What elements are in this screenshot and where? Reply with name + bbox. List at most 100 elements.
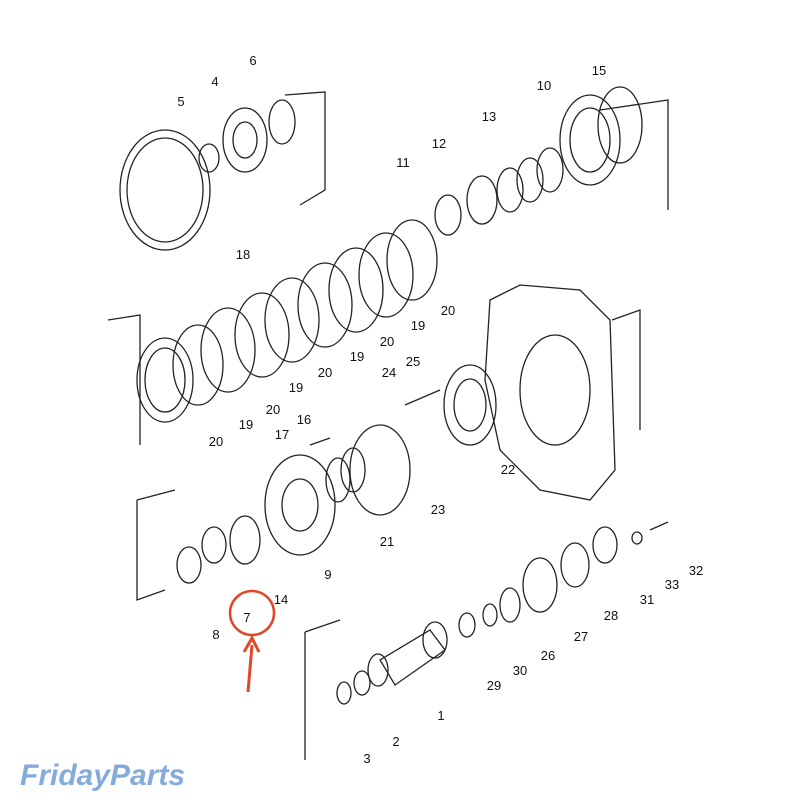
part-label-20: 20	[441, 303, 455, 318]
bolt-16	[309, 437, 331, 446]
bolt-32	[649, 521, 669, 531]
part-label-27: 27	[574, 629, 588, 644]
part-label-10: 10	[537, 78, 551, 93]
part-label-4: 4	[211, 74, 218, 89]
part-ring	[200, 307, 256, 393]
part-label-31: 31	[640, 592, 654, 607]
part-ring	[268, 99, 296, 145]
part-label-26: 26	[541, 648, 555, 663]
bracket-line	[136, 489, 176, 501]
part-ring	[496, 167, 524, 213]
part-ring	[560, 542, 590, 588]
part-label-7: 7	[243, 610, 250, 625]
part-ring	[536, 147, 564, 193]
part-ring	[136, 337, 194, 423]
highlight-circle	[228, 589, 276, 637]
part-label-19: 19	[239, 417, 253, 432]
part-label-24: 24	[382, 365, 396, 380]
bracket-line	[304, 619, 341, 633]
part-label-20: 20	[266, 402, 280, 417]
part-ring	[201, 526, 227, 564]
part-label-20: 20	[318, 365, 332, 380]
part-ring	[264, 277, 320, 363]
part-ring	[499, 587, 521, 623]
watermark-logo: FridayParts	[20, 759, 185, 792]
part-ring	[453, 378, 487, 432]
part-label-19: 19	[411, 318, 425, 333]
part-ring	[126, 137, 204, 243]
part-label-17: 17	[275, 427, 289, 442]
part-ring	[281, 478, 319, 532]
part-label-1: 1	[437, 708, 444, 723]
part-label-6: 6	[249, 53, 256, 68]
part-ring	[353, 670, 371, 696]
part-ring	[597, 86, 643, 164]
part-label-19: 19	[350, 349, 364, 364]
part-ring	[592, 526, 618, 564]
part-ring	[222, 107, 268, 173]
part-label-13: 13	[482, 109, 496, 124]
bracket-line	[599, 99, 669, 210]
part-label-23: 23	[431, 502, 445, 517]
part-ring	[559, 94, 621, 186]
part-label-32: 32	[689, 563, 703, 578]
highlight-arrow	[246, 644, 254, 693]
part-ring	[367, 653, 389, 687]
bracket-line	[284, 91, 326, 206]
part-label-30: 30	[513, 663, 527, 678]
part-label-21: 21	[380, 534, 394, 549]
part-ring	[349, 424, 411, 516]
part-label-2: 2	[392, 734, 399, 749]
arrow-head-icon	[242, 634, 261, 653]
part-ring	[328, 247, 384, 333]
part-ring	[119, 129, 211, 251]
part-label-19: 19	[289, 380, 303, 395]
part-ring	[232, 121, 258, 159]
part-label-11: 11	[396, 155, 410, 170]
part-label-18: 18	[236, 247, 250, 262]
part-ring	[434, 194, 462, 236]
part-label-33: 33	[665, 577, 679, 592]
part-ring	[386, 219, 438, 301]
bracket-line	[136, 500, 166, 601]
part-label-20: 20	[380, 334, 394, 349]
part-label-8: 8	[212, 627, 219, 642]
part-ring	[358, 232, 414, 318]
part-ring	[522, 557, 558, 613]
part-label-22: 22	[501, 462, 515, 477]
part-ring	[516, 157, 544, 203]
part-ring	[176, 546, 202, 584]
part-label-29: 29	[487, 678, 501, 693]
part-ring	[336, 681, 352, 705]
shaft-end	[422, 621, 448, 659]
highlight-marker	[228, 589, 276, 693]
part-ring	[297, 262, 353, 348]
part-ring	[325, 457, 351, 503]
part-ring	[234, 292, 290, 378]
part-ring	[340, 447, 366, 493]
part-label-9: 9	[324, 567, 331, 582]
part-label-12: 12	[432, 136, 446, 151]
part-ring	[229, 515, 261, 565]
part-ring	[631, 531, 643, 545]
part-label-16: 16	[297, 412, 311, 427]
housing-bore	[519, 334, 591, 446]
part-label-15: 15	[592, 63, 606, 78]
part-ring	[466, 175, 498, 225]
part-ring	[264, 454, 336, 556]
bolt-24	[404, 389, 441, 406]
part-label-14: 14	[274, 592, 288, 607]
part-label-25: 25	[406, 354, 420, 369]
part-ring	[198, 143, 220, 173]
part-label-20: 20	[209, 434, 223, 449]
part-ring	[482, 603, 498, 627]
part-ring	[144, 347, 186, 413]
part-ring	[569, 107, 611, 173]
housing	[484, 284, 616, 501]
part-ring	[443, 364, 497, 446]
bracket-line	[611, 309, 641, 430]
part-ring	[172, 324, 224, 406]
part-label-28: 28	[604, 608, 618, 623]
